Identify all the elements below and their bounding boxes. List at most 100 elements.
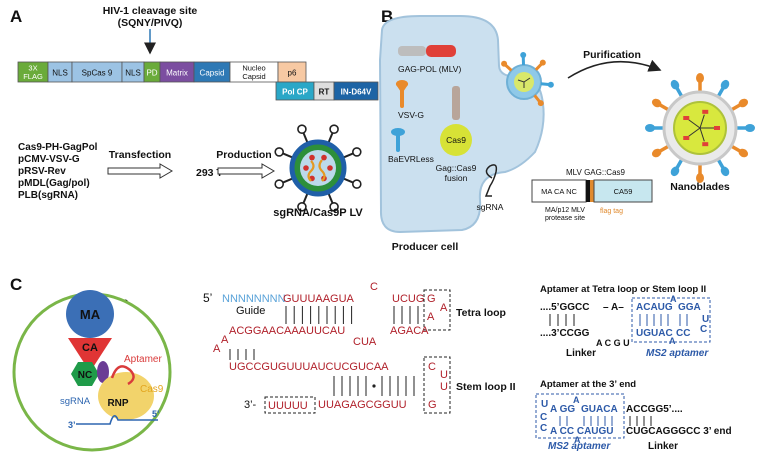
sgrna-label-c: sgRNA	[60, 396, 91, 407]
apt2-top-guaca: GUACA	[581, 404, 618, 415]
gag-pol-icon	[398, 45, 456, 57]
plasmid-item: pCMV-VSV-G	[18, 154, 80, 165]
pol-segment-label: Pol CP	[282, 88, 308, 97]
seq-row4: UUAGAGCGGUU	[318, 399, 407, 411]
seq-stem-c: C	[428, 361, 436, 373]
apt2-bottom-blue: A CC CAUGU	[550, 426, 614, 437]
seq-3prime: 3’-	[244, 399, 257, 411]
purification-label: Purification	[583, 49, 641, 61]
apt2-top-blue: A GG	[550, 404, 575, 415]
apt1-title: Aptamer at Tetra loop or Stem loop II	[540, 284, 706, 295]
seq-a1: A	[221, 334, 229, 346]
protease-site-label-2: protease site	[545, 215, 585, 222]
aptamer-label: Aptamer	[124, 354, 162, 365]
capsid-domain	[68, 338, 112, 372]
apt1-dash: – A–	[603, 302, 624, 313]
apt2-ms2-label: MS2 aptamer	[548, 441, 611, 452]
base-pairs-upper	[285, 306, 419, 324]
apt2-bottom-right: CUGCAGGGCC 3’ end	[626, 426, 732, 437]
transfection-label: Transfection	[109, 149, 171, 161]
construct-segment-label: NLS	[52, 69, 68, 78]
cas9-label: Cas9	[446, 135, 466, 145]
apt1-acgu: A C G U	[596, 338, 630, 348]
nc-label: NC	[78, 370, 92, 381]
seq-stem-u2: U	[440, 381, 448, 393]
stem-loop-box	[423, 356, 451, 414]
pol-segment	[333, 81, 379, 101]
apt1-top-gga: GGA	[678, 302, 701, 313]
tetra-loop-label: Tetra loop	[456, 307, 506, 319]
nucleocapsid-domain	[71, 362, 99, 386]
seq-c-bulge: C	[370, 281, 378, 293]
budding-particle	[501, 52, 554, 107]
gag-cas9-label: Gag::Cas9	[436, 163, 477, 173]
apt1-bottom-cc: CC	[676, 328, 690, 339]
flag-tag-label: flag tag	[600, 208, 623, 215]
construct-segment-label: PD	[146, 69, 157, 78]
construct-segment-label: Nucleo	[242, 64, 265, 73]
production-label: Production	[216, 149, 271, 161]
vsvg-icon	[396, 80, 408, 108]
sgrna-label: sgRNA	[477, 202, 504, 212]
apt1-top-a: A	[670, 294, 677, 304]
sgrna-icon	[484, 164, 498, 197]
polyu-box	[264, 396, 316, 414]
guide-label: Guide	[236, 305, 265, 317]
aptamer-tetra-stem-panel: Aptamer at Tetra loop or Stem loop II ..…	[540, 284, 711, 359]
base-pairs-middle	[229, 349, 255, 360]
cas9-label-c: Cas9	[140, 384, 164, 395]
plasmid-item: pMDL(Gag/pol)	[18, 178, 90, 189]
mlv-segment-gag-label: MA CA NC	[541, 187, 577, 196]
mlv-segment-cas9	[593, 179, 653, 203]
apt1-linker-label: Linker	[566, 348, 596, 359]
pol-segment-label: RT	[319, 88, 330, 97]
construct-segment-label: Matrix	[166, 69, 188, 78]
seq-tetra-g: G	[427, 293, 436, 305]
plasmid-item: PLB(sgRNA)	[18, 190, 78, 201]
seq-cua: CUA	[353, 336, 377, 348]
lentivirus-particle	[274, 124, 362, 212]
apt1-bottom-left: ....3’CCGG	[540, 328, 590, 339]
vsvg-label: VSV-G	[398, 110, 424, 120]
apt2-linker-label: Linker	[648, 441, 678, 452]
apt2-c1: C	[540, 412, 547, 423]
construct-segment-label: FLAG	[23, 72, 43, 81]
apt1-bottom-a: A	[669, 336, 676, 346]
apt2-top-a: A	[573, 395, 580, 405]
purification-arrow	[567, 59, 662, 79]
mlv-title: MLV GAG::Cas9	[566, 168, 626, 177]
seq-row3: UGCCGUGUUUAUCUCGUCAA	[229, 361, 389, 373]
baevrless-label: BaEVRLess	[388, 154, 434, 164]
gag-cas9-fusion-label: fusion	[445, 173, 468, 183]
apt2-ms2-box	[535, 393, 625, 439]
aptamer-loop	[110, 365, 135, 386]
transfection-arrow	[107, 163, 173, 179]
construct-segment-label: SpCas 9	[82, 69, 113, 78]
baevrless-icon	[391, 128, 405, 152]
apt2-title: Aptamer at the 3’ end	[540, 379, 636, 390]
seq-top: GUUUAAGUA	[283, 293, 355, 305]
construct-segment-label: p6	[288, 69, 297, 78]
plasmid-item: Cas9-PH-GagPol	[18, 142, 98, 153]
seq-row2: ACGGAACAAAUUCAU	[229, 325, 345, 337]
seq-a2: A	[213, 343, 221, 355]
seq-tetra-a1: A	[440, 302, 448, 314]
base-pairs-lower	[333, 376, 415, 396]
seq-ucug: UCUG	[392, 293, 424, 305]
product-label: sgRNA/Cas9P LV	[273, 207, 363, 219]
ma-label: MA	[80, 307, 101, 322]
matrix-domain	[66, 290, 114, 338]
rnp-label: RNP	[107, 398, 128, 409]
construct-segment-label: NLS	[125, 69, 141, 78]
stem-loop-label: Stem loop II	[456, 381, 516, 393]
apt1-ms2-label: MS2 aptamer	[646, 348, 709, 359]
panel-a-label: A	[10, 7, 22, 26]
cleavage-site-sequence: (SQNY/PIVQ)	[118, 17, 183, 29]
seq-tetra-a2: A	[427, 311, 435, 323]
protease-site-mark	[586, 180, 590, 202]
gag-pol-label: GAG-POL (MLV)	[398, 64, 461, 74]
apt2-bottom-a: A	[574, 435, 581, 445]
seq-agaca: AGACA	[390, 325, 429, 337]
apt1-bottom-blue: UGUAC	[636, 328, 673, 339]
